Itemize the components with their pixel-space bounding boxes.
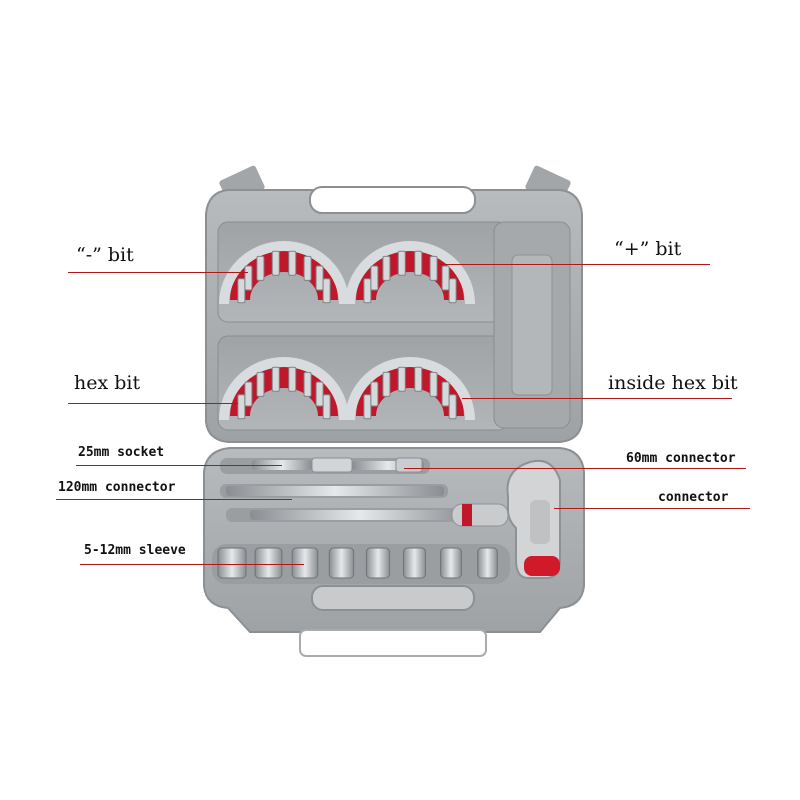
leader-plus-bit <box>440 264 710 265</box>
sleeve-set <box>217 547 498 579</box>
bit <box>322 278 331 304</box>
bit <box>288 250 297 276</box>
bit <box>370 265 379 291</box>
bit <box>382 371 391 397</box>
bit <box>414 250 423 276</box>
label-120mm-connector: 120mm connector <box>58 480 176 495</box>
bit <box>237 278 246 304</box>
bit <box>370 381 379 407</box>
bit <box>271 250 280 276</box>
label-5-12mm-sleeve: 5-12mm sleeve <box>84 543 186 558</box>
label-connector: connector <box>658 490 729 505</box>
leader-hex-bit <box>68 403 238 404</box>
bit <box>397 250 406 276</box>
leader-25mm-socket <box>76 465 282 466</box>
leader-5-12mm-sleeve <box>80 564 304 565</box>
label-hex-bit: hex bit <box>74 372 141 394</box>
leader-connector <box>554 508 750 509</box>
label-plus-bit: “+” bit <box>614 238 682 260</box>
bit <box>244 265 253 291</box>
sleeve <box>403 547 426 579</box>
bit <box>414 366 423 392</box>
bit <box>237 394 246 420</box>
bit <box>288 366 297 392</box>
sleeve <box>217 547 247 579</box>
connector-120mm <box>226 486 444 496</box>
bit <box>322 394 331 420</box>
bit <box>441 265 450 291</box>
sleeve <box>440 547 462 579</box>
leader-inside-hex-bit <box>462 398 732 399</box>
bit <box>448 394 457 420</box>
bit <box>256 255 265 281</box>
t-handle-connector <box>451 459 561 579</box>
bit <box>271 366 280 392</box>
bit <box>429 371 438 397</box>
leader-120mm-connector <box>56 499 292 500</box>
sleeve <box>477 547 498 579</box>
bit <box>303 255 312 281</box>
sleeve <box>328 547 355 579</box>
socket-25mm <box>252 457 353 473</box>
label-25mm-socket: 25mm socket <box>78 445 165 460</box>
sleeve <box>365 547 391 579</box>
leader-60mm-connector <box>404 468 746 469</box>
bit <box>315 381 324 407</box>
leader-minus-bit <box>68 272 248 273</box>
t-handle-shaft <box>250 510 470 520</box>
bit <box>303 371 312 397</box>
label-inside-hex-bit: inside hex bit <box>608 372 738 394</box>
sleeve <box>291 547 319 579</box>
bit <box>363 278 372 304</box>
bit <box>244 381 253 407</box>
bit <box>429 255 438 281</box>
case-lid <box>205 165 583 443</box>
label-minus-bit: “-” bit <box>76 244 134 266</box>
bit <box>441 381 450 407</box>
bit-set <box>237 250 457 420</box>
bit <box>382 255 391 281</box>
bit <box>397 366 406 392</box>
bit <box>448 278 457 304</box>
label-60mm-connector: 60mm connector <box>626 451 736 466</box>
bit <box>315 265 324 291</box>
bit <box>363 394 372 420</box>
sleeve <box>254 547 283 579</box>
bit <box>256 371 265 397</box>
